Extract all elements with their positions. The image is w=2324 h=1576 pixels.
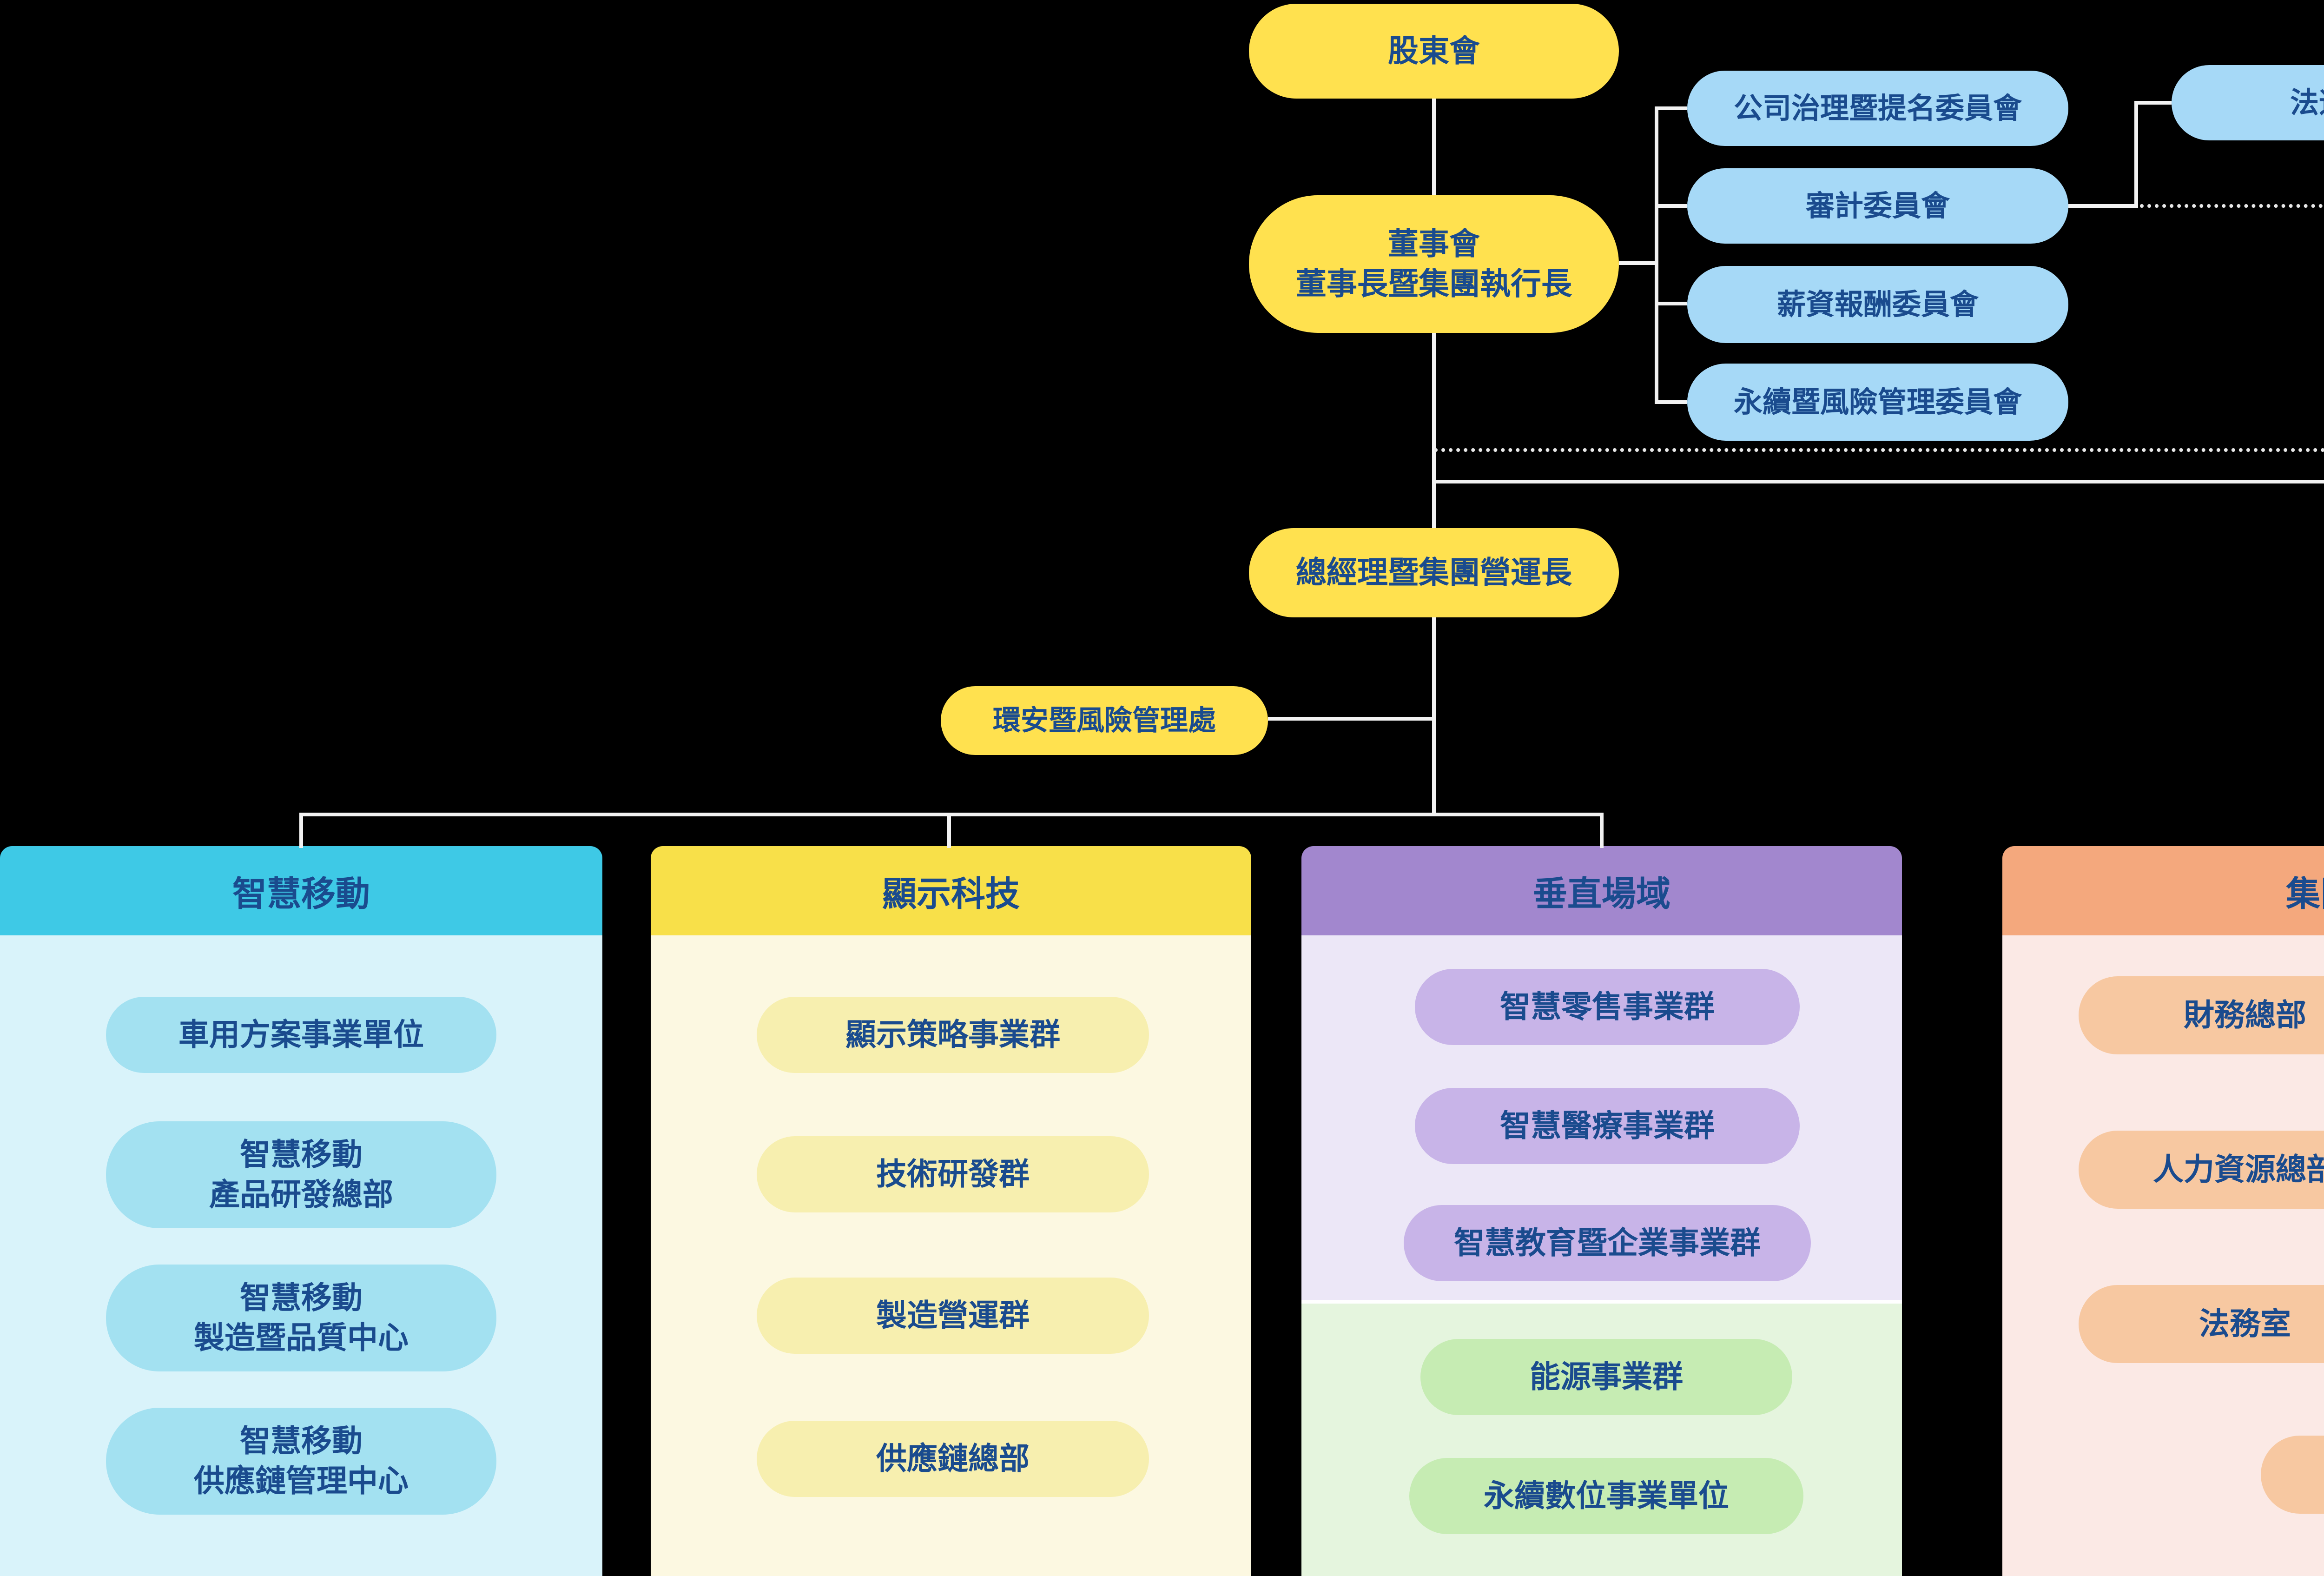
node-president: 總經理暨集團營運長 [1249,528,1619,617]
group-display-header: 顯示科技 [651,846,1251,935]
group-support-header: 集團營運支援單位 [2002,846,2324,935]
support-item-hr: 人力資源總部 [2079,1131,2324,1209]
mobility-item-automotive: 車用方案事業單位 [106,997,496,1073]
node-compliance-advisor: 法遵總顧問 [2172,65,2324,140]
node-board: 董事會 董事長暨集團執行長 [1249,195,1619,333]
edge-committee-audit [1655,204,1687,208]
node-committee-compensation: 薪資報酬委員會 [1687,266,2068,343]
edge-president-groups [1432,616,1436,816]
group-mobility-header: 智慧移動 [0,846,602,935]
node-committee-governance: 公司治理暨提名委員會 [1687,71,2068,146]
edge-shareholders-board [1432,99,1436,197]
dotted-audit-right-h [2140,204,2324,208]
edge-audit-compliance-h2 [2134,101,2172,105]
display-item-supply-chain: 供應鏈總部 [757,1421,1149,1497]
support-item-finance: 財務總部 [2079,976,2324,1054]
mobility-item-mfg-quality: 智慧移動 製造暨品質中心 [106,1265,496,1371]
edge-committee-sustainability [1655,400,1687,404]
vertical-green-divider [1301,1300,1902,1304]
display-item-strategy: 顯示策略事業群 [757,997,1149,1073]
edge-esh-office [1268,717,1434,721]
display-item-mfg-ops: 製造營運群 [757,1278,1149,1354]
support-item-legal: 法務室 [2079,1285,2324,1363]
edge-groups-distribution [299,813,1604,816]
mobility-item-product-rd: 智慧移動 產品研發總部 [106,1121,496,1228]
edge-audit-compliance-v [2134,101,2138,208]
node-committee-sustainability-risk: 永續暨風險管理委員會 [1687,364,2068,441]
green-item-energy: 能源事業群 [1420,1339,1792,1415]
node-esh-office: 環安暨風險管理處 [941,686,1268,755]
node-committee-audit: 審計委員會 [1687,168,2068,244]
edge-drop-vertical [1600,813,1604,848]
edge-drop-mobility [299,813,303,848]
vertical-item-retail: 智慧零售事業群 [1415,969,1800,1045]
dotted-compliance-h [1434,448,2324,452]
vertical-item-medical: 智慧醫療事業群 [1415,1088,1800,1164]
edge-support-branch-h [1432,480,2324,483]
edge-drop-display [947,813,951,848]
vertical-item-education-enterprise: 智慧教育暨企業事業群 [1404,1205,1811,1281]
support-item-audit-office: 稽核管理處 [2261,1436,2324,1514]
edge-audit-compliance-h1 [2068,204,2138,208]
display-item-tech-rd: 技術研發群 [757,1136,1149,1212]
node-shareholders: 股東會 [1249,4,1619,99]
mobility-item-supply-chain: 智慧移動 供應鏈管理中心 [106,1408,496,1515]
green-item-sustainable-digital: 永續數位事業單位 [1409,1458,1803,1534]
edge-committee-compensation [1655,302,1687,305]
edge-committee-governance [1655,106,1687,110]
edge-board-president [1432,331,1436,530]
group-vertical-header: 垂直場域 [1301,846,1902,935]
edge-board-committees [1619,261,1658,265]
committee-bracket [1655,106,1658,404]
